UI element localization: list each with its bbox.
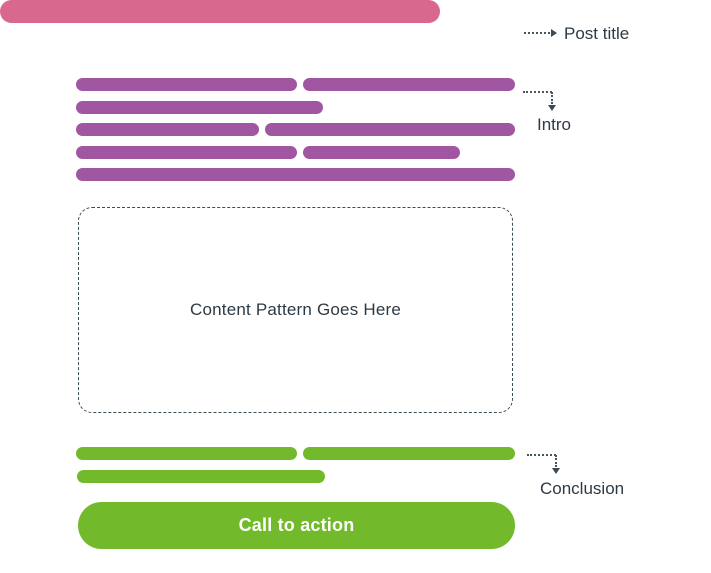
cta-button[interactable]: Call to action (78, 502, 515, 549)
conclusion-bar-segment (303, 447, 515, 460)
post-title-label: Post title (564, 24, 630, 43)
post-title-arrowhead-icon (551, 29, 557, 37)
post-title-bar (0, 0, 440, 23)
content-pattern-box: Content Pattern Goes Here (78, 207, 513, 413)
intro-bar-row (76, 78, 515, 91)
conclusion-bar-row (77, 470, 325, 483)
intro-bar-row (76, 168, 515, 181)
intro-bar-segment (303, 146, 460, 159)
conclusion-dotted-line-vertical (555, 455, 557, 467)
conclusion-bar-segment (76, 447, 297, 460)
conclusion-arrowhead-icon (552, 468, 560, 474)
conclusion-label: Conclusion (540, 479, 625, 498)
content-pattern-label: Content Pattern Goes Here (189, 300, 401, 319)
cta-button-label: Call to action (238, 515, 355, 535)
conclusion-dotted-line (527, 454, 556, 456)
intro-label: Intro (537, 115, 572, 134)
intro-bar-segment (76, 123, 259, 136)
intro-bar-row (76, 101, 323, 114)
intro-arrowhead-icon (548, 105, 556, 111)
intro-bar-row (76, 146, 460, 159)
intro-bar-segment (76, 101, 323, 114)
intro-bar-segment (76, 78, 297, 91)
post-title-dotted-line (524, 32, 550, 34)
intro-bar-row (76, 123, 515, 136)
conclusion-bar-row (76, 447, 515, 460)
intro-bar-segment (265, 123, 515, 136)
intro-bar-segment (303, 78, 515, 91)
intro-bar-segment (76, 146, 297, 159)
conclusion-bar-segment (77, 470, 325, 483)
intro-bar-segment (76, 168, 515, 181)
intro-dotted-line-vertical (551, 92, 553, 104)
intro-dotted-line (523, 91, 552, 93)
